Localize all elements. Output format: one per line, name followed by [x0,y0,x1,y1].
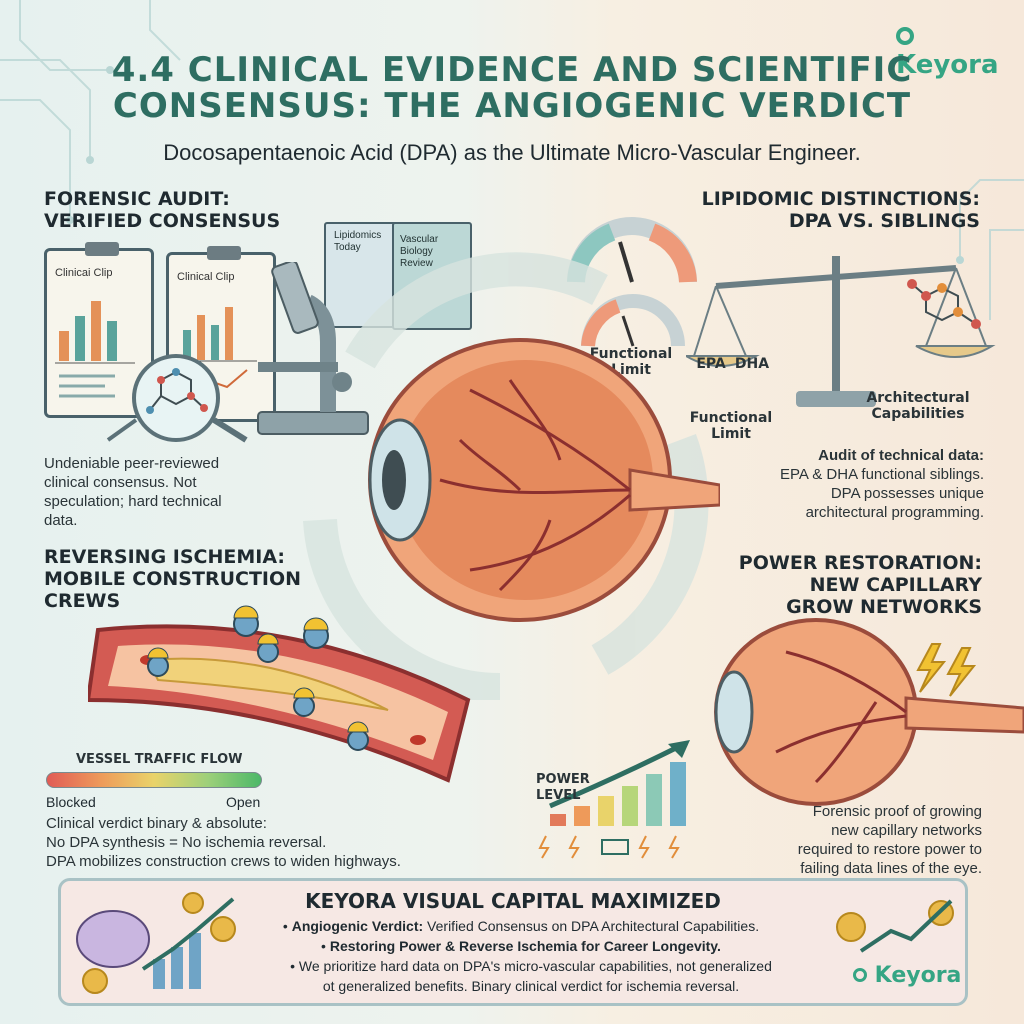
summary-panel: KEYORA VISUAL CAPITAL MAXIMIZED • Angiog… [58,878,968,1006]
book-1-title-line-2: Today [334,242,361,253]
summary-line-2-bold: Restoring Power & Reverse Ischemia for C… [329,938,721,954]
logo-icon [896,27,914,45]
title-line-2: CONSENSUS: THE ANGIOGENIC VERDICT [112,86,912,126]
power-text: Forensic proof of growing new capillary … [720,802,982,878]
book-2-title-line-1: Vascular [400,234,439,245]
lipidomic-text: Audit of technical data: EPA & DHA funct… [730,446,984,522]
power-text-line-3: required to restore power to [797,841,982,858]
power-text-line-4: failing data lines of the eye. [800,860,982,877]
dha-label: DHA [734,356,770,372]
power-text-line-1: Forensic proof of growing [812,803,982,820]
side-eye-illustration [714,618,1024,806]
ischemia-text-line-1: Clinical verdict binary & absolute: [46,815,267,832]
summary-line-4: ot generalized benefits. Binary clinical… [322,978,740,994]
central-eye-illustration [303,252,720,700]
ischemia-heading: REVERSING ISCHEMIA: MOBILE CONSTRUCTION … [44,546,301,612]
lipidomic-text-line-3: DPA possesses unique [830,485,984,502]
ischemia-heading-line-2: MOBILE CONSTRUCTION [44,568,302,590]
power-heading: POWER RESTORATION: NEW CAPILLARY GROW NE… [720,552,982,618]
coins-growth-icon [836,899,954,953]
page-subtitle: Docosapentaenoic Acid (DPA) as the Ultim… [163,140,861,165]
lightning-row-icon [538,835,680,859]
power-heading-line-3: GROW NETWORKS [786,596,982,618]
gauge-label-line-1: Functional [589,346,673,362]
summary-logo-icon [853,968,867,982]
scale-left-line-1: Functional [689,410,773,426]
clipboard-1-title: Clinicai Clip [55,267,113,279]
power-heading-line-2: NEW CAPILLARY [809,574,982,596]
power-level-line-1: POWER [536,772,590,787]
power-level-chart-icon [549,740,690,826]
scale-left-line-2: Limit [711,426,751,442]
forensic-heading-line-1: FORENSIC AUDIT: [44,188,230,210]
forensic-text-line-2: clinical consensus. Not [44,474,197,491]
vessel-traffic-flow-label: VESSEL TRAFFIC FLOW [76,752,243,767]
magnifier-molecule-icon [106,354,248,443]
ischemia-heading-line-3: CREWS [44,590,121,612]
book-2-title-line-3: Review [400,258,433,269]
flow-open-label: Open [226,794,261,810]
book-1-title-line-1: Lipidomics [334,230,382,241]
brand-logo: Keyora [896,20,1024,80]
forensic-audit-text: Undeniable peer-reviewed clinical consen… [44,454,284,530]
blood-vessel-illustration [88,624,471,783]
ischemia-text: Clinical verdict binary & absolute: No D… [46,814,466,871]
scale-right-line-1: Architectural [866,390,970,406]
lipidomic-heading-line-1: LIPIDOMIC DISTINCTIONS: [701,188,980,210]
power-level-line-2: LEVEL [536,788,581,803]
construction-workers-icon [233,605,329,649]
title-line-1: 4.4 CLINICAL EVIDENCE AND SCIENTIFIC [111,50,913,90]
gauge-icon-small [581,294,685,347]
summary-line-3: • We prioritize hard data on DPA's micro… [290,958,772,974]
scale-architectural-capabilities-label: Architectural Capabilities [858,390,978,422]
epa-label: EPA [696,356,726,372]
forensic-text-line-4: data. [44,512,78,529]
power-level-label: POWER LEVEL [536,772,590,804]
logo-text: Keyora [896,50,999,80]
forensic-text-line-1: Undeniable peer-reviewed [44,455,220,472]
lipidomic-text-line-4: architectural programming. [805,504,984,521]
power-text-line-2: new capillary networks [831,822,982,839]
power-heading-line-1: POWER RESTORATION: [738,552,982,574]
forensic-audit-heading: FORENSIC AUDIT: VERIFIED CONSENSUS [44,188,280,232]
lipidomic-heading: LIPIDOMIC DISTINCTIONS: DPA VS. SIBLINGS [700,188,980,232]
ischemia-text-line-3: DPA mobilizes construction crews to wide… [46,853,401,870]
clipboard-1-chart [55,301,135,398]
summary-logo: Keyora [853,963,961,988]
lipidomic-heading-line-2: DPA VS. SIBLINGS [788,210,980,232]
page-title: 4.4 CLINICAL EVIDENCE AND SCIENTIFIC CON… [0,52,1024,124]
summary-line-1-bold: Angiogenic Verdict: [291,918,424,934]
flow-blocked-label: Blocked [46,794,96,810]
brain-growth-icon [76,892,236,994]
summary-line-2: • Restoring Power & Reverse Ischemia for… [321,938,721,954]
forensic-heading-line-2: VERIFIED CONSENSUS [44,210,281,232]
book-2-title-line-2: Biology [400,246,433,257]
ischemia-text-line-2: No DPA synthesis = No ischemia reversal. [46,834,327,851]
summary-line-1: • Angiogenic Verdict: Verified Consensus… [282,918,760,934]
scale-functional-limit-label: Functional Limit [686,410,776,442]
balance-scale-icon [686,256,996,407]
summary-title: KEYORA VISUAL CAPITAL MAXIMIZED [305,889,721,913]
scale-right-line-2: Capabilities [871,406,965,422]
clipboard-2-title: Clinical Clip [177,271,235,283]
vessel-traffic-flow-bar [46,772,262,788]
summary-line-3-text: We prioritize hard data on DPA's micro-v… [298,958,772,974]
summary-logo-text: Keyora [874,963,962,988]
lipidomic-text-line-2: EPA & DHA functional siblings. [780,466,984,483]
clinical-clipboard-1: Clinicai Clip [44,242,154,418]
microscope-icon [257,262,369,435]
forensic-text-line-3: speculation; hard technical [44,493,222,510]
ischemia-heading-line-1: REVERSING ISCHEMIA: [44,546,285,568]
summary-line-1-rest: Verified Consensus on DPA Architectural … [423,918,760,934]
lipidomic-text-line-1: Audit of technical data: [818,447,984,464]
